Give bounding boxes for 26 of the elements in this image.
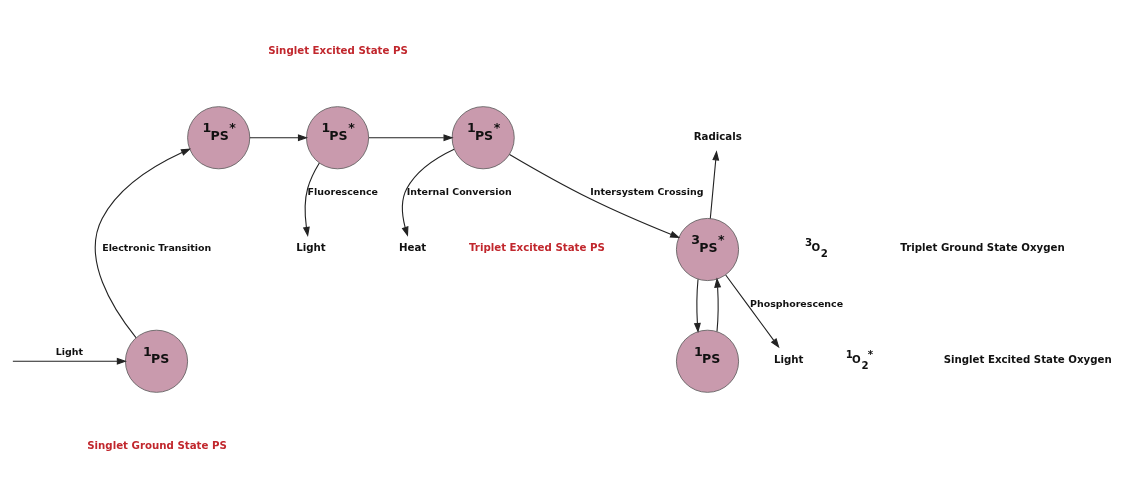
arrow	[302, 162, 320, 237]
edge-label: Internal Conversion	[406, 186, 512, 198]
arrow	[725, 274, 780, 349]
arrow	[709, 150, 720, 219]
arrow	[94, 148, 192, 339]
label: Triplet Excited State PS	[469, 242, 605, 254]
node-text: Radicals	[693, 130, 742, 142]
arrow	[714, 277, 722, 332]
arrow	[693, 278, 701, 333]
node-text: Light	[774, 354, 804, 366]
arrow	[368, 134, 454, 142]
arrow	[249, 134, 308, 142]
node-text: Heat	[398, 242, 427, 254]
node-text: Light	[296, 242, 326, 254]
label: Singlet Excited State PS	[268, 45, 408, 57]
edge-label: Phosphorescence	[750, 298, 844, 310]
label: Triplet Ground State Oxygen	[900, 242, 1065, 254]
arrow	[401, 148, 455, 237]
edge-label: Fluorescence	[307, 186, 378, 198]
edge-label: Light	[55, 346, 83, 358]
label: Singlet Ground State PS	[87, 439, 227, 451]
edge-label: Electronic Transition	[102, 242, 212, 254]
arrow	[12, 357, 127, 365]
edge-label: Intersystem Crossing	[590, 186, 704, 198]
arrow	[509, 153, 681, 239]
label: Singlet Excited State Oxygen	[943, 354, 1112, 366]
